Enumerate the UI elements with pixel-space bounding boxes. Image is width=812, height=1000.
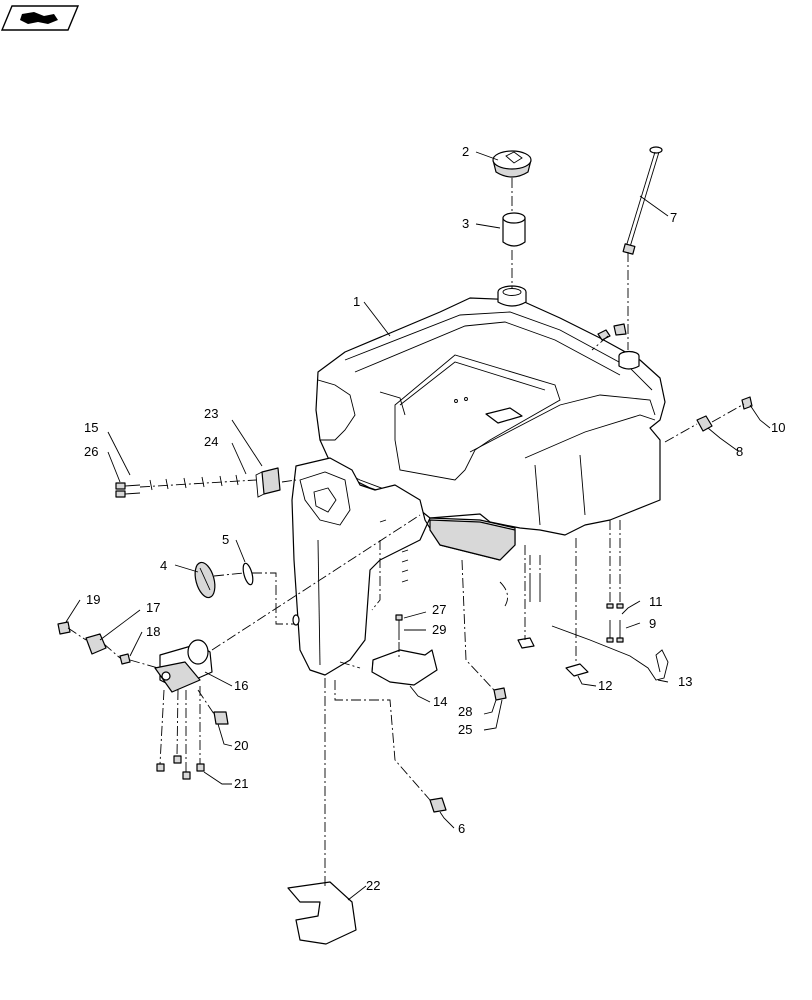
callout-1: 1: [353, 294, 360, 309]
callout-19: 19: [86, 592, 100, 607]
callout-16: 16: [234, 678, 248, 693]
clamp-18[interactable]: [119, 653, 131, 665]
callout-labels: 1 2 3 4 5 6 7 8 9 10 11 12 13 14 15 16 1…: [84, 144, 785, 893]
assembly-lines: [67, 178, 745, 888]
bolt-27[interactable]: [395, 614, 403, 640]
clip: [499, 581, 509, 607]
fuel-cap[interactable]: [492, 150, 532, 178]
callout-3: 3: [462, 216, 469, 231]
fitting-25[interactable]: [493, 687, 507, 701]
pad-12[interactable]: [565, 663, 589, 677]
nuts-21[interactable]: [156, 755, 205, 780]
callout-4: 4: [160, 558, 167, 573]
callout-10: 10: [771, 420, 785, 435]
callout-13: 13: [678, 674, 692, 689]
callout-25: 25: [458, 722, 472, 737]
callout-27: 27: [432, 602, 446, 617]
callout-20: 20: [234, 738, 248, 753]
bolts-9-11[interactable]: [606, 603, 624, 643]
pad-23[interactable]: [255, 467, 281, 498]
sender-fitting[interactable]: [597, 323, 627, 341]
fitting-17[interactable]: [85, 633, 107, 655]
fitting-6[interactable]: [429, 797, 447, 813]
callout-6: 6: [458, 821, 465, 836]
book-icon[interactable]: [0, 5, 80, 31]
plate-22[interactable]: [287, 881, 357, 945]
fitting-20[interactable]: [213, 711, 229, 725]
callout-11: 11: [649, 594, 663, 609]
wire-13[interactable]: [551, 625, 669, 681]
callout-14: 14: [433, 694, 447, 709]
bolt-26[interactable]: [115, 482, 141, 498]
callout-12: 12: [598, 678, 612, 693]
callout-23: 23: [204, 406, 218, 421]
callout-8: 8: [736, 444, 743, 459]
callout-22: 22: [366, 878, 380, 893]
gasket[interactable]: [241, 562, 254, 586]
bracket-14[interactable]: [371, 649, 438, 686]
sender-rod[interactable]: [622, 146, 663, 255]
callout-7: 7: [670, 210, 677, 225]
callout-24: 24: [204, 434, 218, 449]
callout-18: 18: [146, 624, 160, 639]
callout-28: 28: [458, 704, 472, 719]
bolt-stack-center: [379, 519, 409, 583]
callout-26: 26: [84, 444, 98, 459]
callout-5: 5: [222, 532, 229, 547]
strainer[interactable]: [502, 212, 526, 247]
callout-2: 2: [462, 144, 469, 159]
fitting-10[interactable]: [741, 396, 753, 410]
fitting-8[interactable]: [696, 415, 713, 432]
sender-plate[interactable]: [192, 560, 219, 599]
washer-row-15: [149, 474, 239, 491]
fitting-19[interactable]: [57, 621, 71, 635]
callout-9: 9: [649, 616, 656, 631]
fuel-filter[interactable]: [154, 639, 213, 693]
callout-15: 15: [84, 420, 98, 435]
leader-lines: [65, 151, 771, 901]
tank-lower-body[interactable]: [291, 457, 516, 676]
callout-21: 21: [234, 776, 248, 791]
bolts-front: [529, 582, 541, 602]
callout-17: 17: [146, 600, 160, 615]
pad-small: [517, 637, 535, 649]
callout-29: 29: [432, 622, 446, 637]
fuel-tank[interactable]: [315, 285, 666, 536]
